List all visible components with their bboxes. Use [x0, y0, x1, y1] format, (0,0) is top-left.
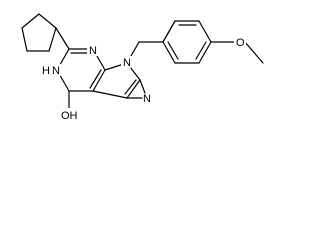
atom-n3: N [89, 45, 97, 57]
methoxy-group [210, 41, 264, 64]
bond-cyclopentyl-c2 [55, 27, 70, 50]
chemical-structure-diagram: N N H N N OH O [21, 13, 264, 122]
bond-c8-n7 [139, 79, 146, 94]
molecule-canvas: N N H N N OH O [21, 13, 264, 122]
atom-n9: N [123, 57, 131, 69]
atom-labels: N N H N N OH O [42, 36, 246, 122]
atom-hydroxyl: OH [61, 110, 78, 122]
atom-methoxy-oxygen: O [236, 37, 245, 49]
atom-n1: N [52, 65, 60, 77]
imidazole-ring [92, 62, 141, 99]
cyclopentyl-ring [21, 13, 57, 52]
benzene-ring [162, 20, 212, 64]
atom-n1-hydrogen: H [42, 65, 50, 77]
atom-n7: N [143, 93, 151, 105]
